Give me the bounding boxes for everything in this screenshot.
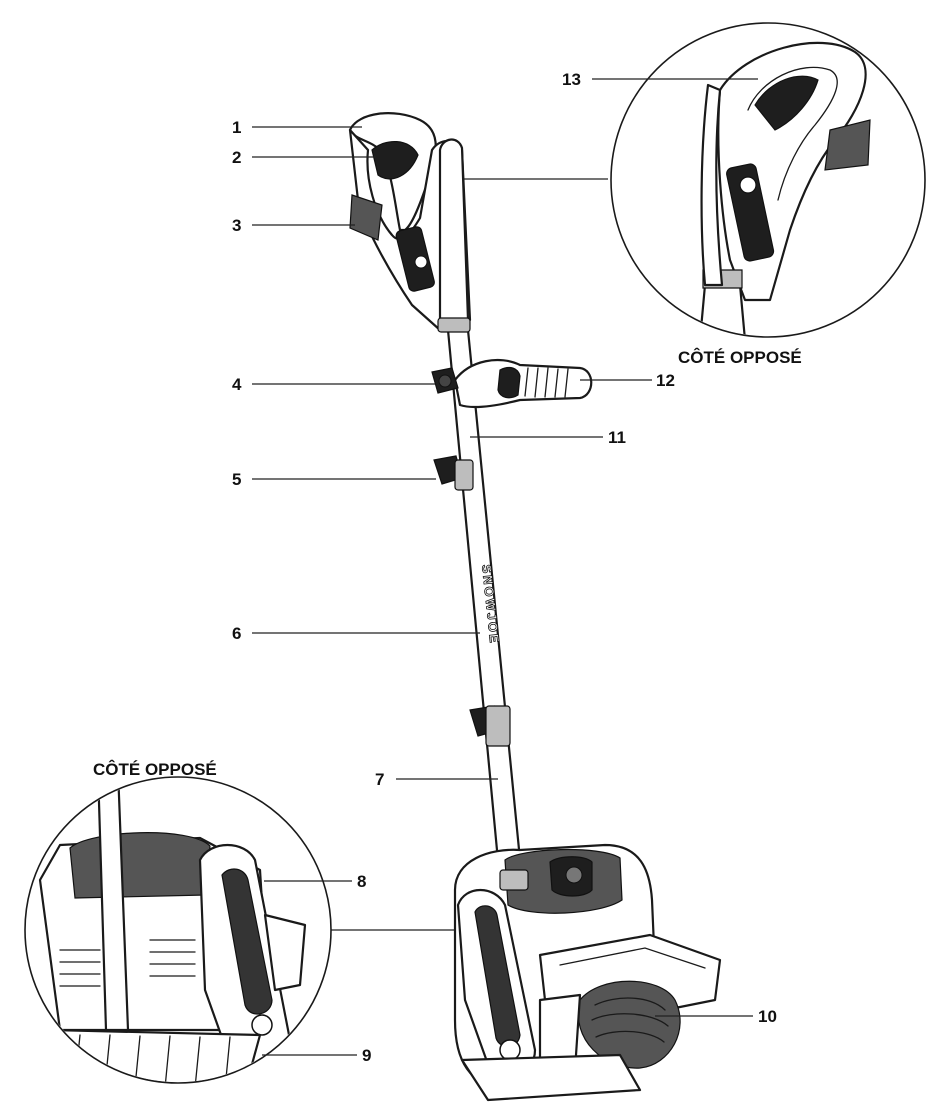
snow-shovel-illustration: SNOWJOE [348, 112, 722, 1102]
callout-8: 8 [357, 872, 366, 891]
handle-inset-magnifier [462, 22, 926, 338]
callout-12: 12 [656, 371, 675, 390]
callout-leaders [252, 78, 758, 1056]
callout-13: 13 [562, 70, 581, 89]
callout-2: 2 [232, 148, 241, 167]
callout-6: 6 [232, 624, 241, 643]
callout-5: 5 [232, 470, 241, 489]
top-inset-heading: CÔTÉ OPPOSÉ [678, 348, 802, 367]
callout-11: 11 [608, 428, 626, 447]
callout-4: 4 [232, 375, 242, 394]
bottom-inset-heading: CÔTÉ OPPOSÉ [93, 760, 217, 779]
base-inset-magnifier [24, 776, 460, 1084]
callout-3: 3 [232, 216, 241, 235]
callout-7: 7 [375, 770, 384, 789]
callout-9: 9 [362, 1046, 371, 1065]
callout-1: 1 [232, 118, 241, 137]
callout-10: 10 [758, 1007, 777, 1026]
